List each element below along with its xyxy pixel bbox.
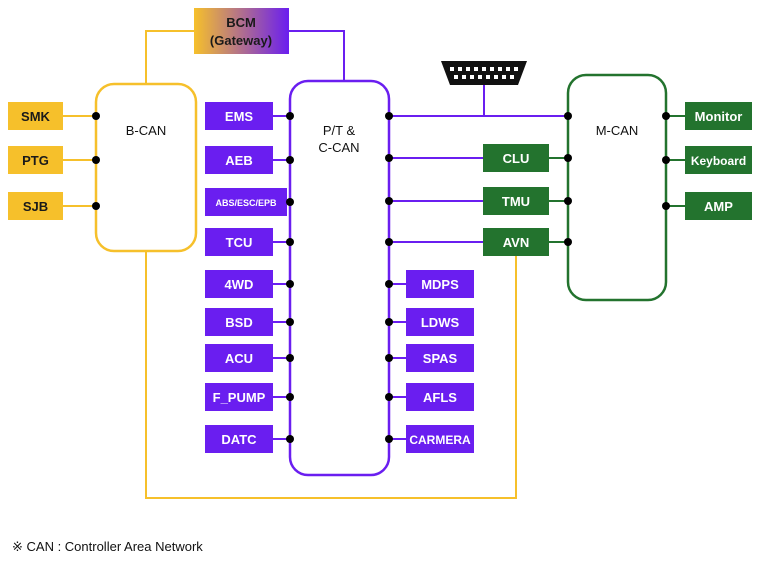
svg-text:AEB: AEB — [225, 153, 252, 168]
obd-connector-icon — [441, 61, 527, 85]
node-tcu: TCU — [205, 228, 273, 256]
node-smk: SMK — [8, 102, 63, 130]
node-tmu: TMU — [483, 187, 549, 215]
gateway-label: (Gateway) — [210, 33, 272, 48]
node-datc: DATC — [205, 425, 273, 453]
svg-text:TCU: TCU — [226, 235, 253, 250]
svg-text:EMS: EMS — [225, 109, 254, 124]
bcm-label: BCM — [226, 15, 256, 30]
svg-text:MDPS: MDPS — [421, 277, 459, 292]
svg-text:Keyboard: Keyboard — [691, 154, 746, 168]
svg-text:ACU: ACU — [225, 351, 253, 366]
m-can-bus — [566, 73, 668, 302]
pt-to-bridge-lines — [389, 85, 568, 243]
node-aeb: AEB — [205, 146, 273, 174]
footnote: ※ CAN : Controller Area Network — [12, 539, 203, 554]
bcan-to-avn-line — [145, 251, 517, 499]
node-ldws: LDWS — [406, 308, 474, 336]
pt-can-label-line1: P/T & — [323, 123, 356, 138]
node-clu: CLU — [483, 144, 549, 172]
svg-text:SMK: SMK — [21, 109, 51, 124]
node-bsd: BSD — [205, 308, 273, 336]
pt-left-stubs — [273, 115, 290, 440]
svg-text:TMU: TMU — [502, 194, 530, 209]
b-can-label: B-CAN — [126, 123, 166, 138]
node-monitor: Monitor — [685, 102, 752, 130]
svg-text:CARMERA: CARMERA — [409, 433, 471, 447]
svg-text:SPAS: SPAS — [423, 351, 458, 366]
pt-can-bus — [288, 79, 391, 477]
svg-text:F_PUMP: F_PUMP — [213, 390, 266, 405]
svg-text:AFLS: AFLS — [423, 390, 457, 405]
bcm-gateway-box — [194, 8, 289, 54]
node-amp: AMP — [685, 192, 752, 220]
svg-text:AVN: AVN — [503, 235, 529, 250]
svg-text:CLU: CLU — [503, 151, 530, 166]
node-4wd: 4WD — [205, 270, 273, 298]
svg-text:DATC: DATC — [221, 432, 257, 447]
svg-text:Monitor: Monitor — [695, 109, 743, 124]
pt-can-label-line2: C-CAN — [318, 140, 359, 155]
m-can-label: M-CAN — [596, 123, 639, 138]
node-sjb: SJB — [8, 192, 63, 220]
svg-text:AMP: AMP — [704, 199, 733, 214]
bcan-to-gateway-line — [145, 30, 194, 84]
node-spas: SPAS — [406, 344, 474, 372]
pt-right-stubs — [389, 283, 406, 440]
svg-text:ABS/ESC/EPB: ABS/ESC/EPB — [215, 198, 277, 208]
node-mdps: MDPS — [406, 270, 474, 298]
svg-text:LDWS: LDWS — [421, 315, 460, 330]
ptcan-to-gateway-line — [289, 30, 345, 81]
node-afls: AFLS — [406, 383, 474, 411]
node-avn: AVN — [483, 228, 549, 256]
svg-text:BSD: BSD — [225, 315, 252, 330]
node-f-pump: F_PUMP — [205, 383, 273, 411]
svg-text:PTG: PTG — [22, 153, 49, 168]
node-abs-esc-epb: ABS/ESC/EPB — [205, 188, 287, 216]
b-can-bus — [94, 82, 198, 253]
node-acu: ACU — [205, 344, 273, 372]
connection-dots — [92, 112, 670, 443]
node-ptg: PTG — [8, 146, 63, 174]
svg-text:4WD: 4WD — [225, 277, 254, 292]
node-ems: EMS — [205, 102, 273, 130]
node-carmera: CARMERA — [406, 425, 474, 453]
node-keyboard: Keyboard — [685, 146, 752, 174]
svg-text:SJB: SJB — [23, 199, 48, 214]
